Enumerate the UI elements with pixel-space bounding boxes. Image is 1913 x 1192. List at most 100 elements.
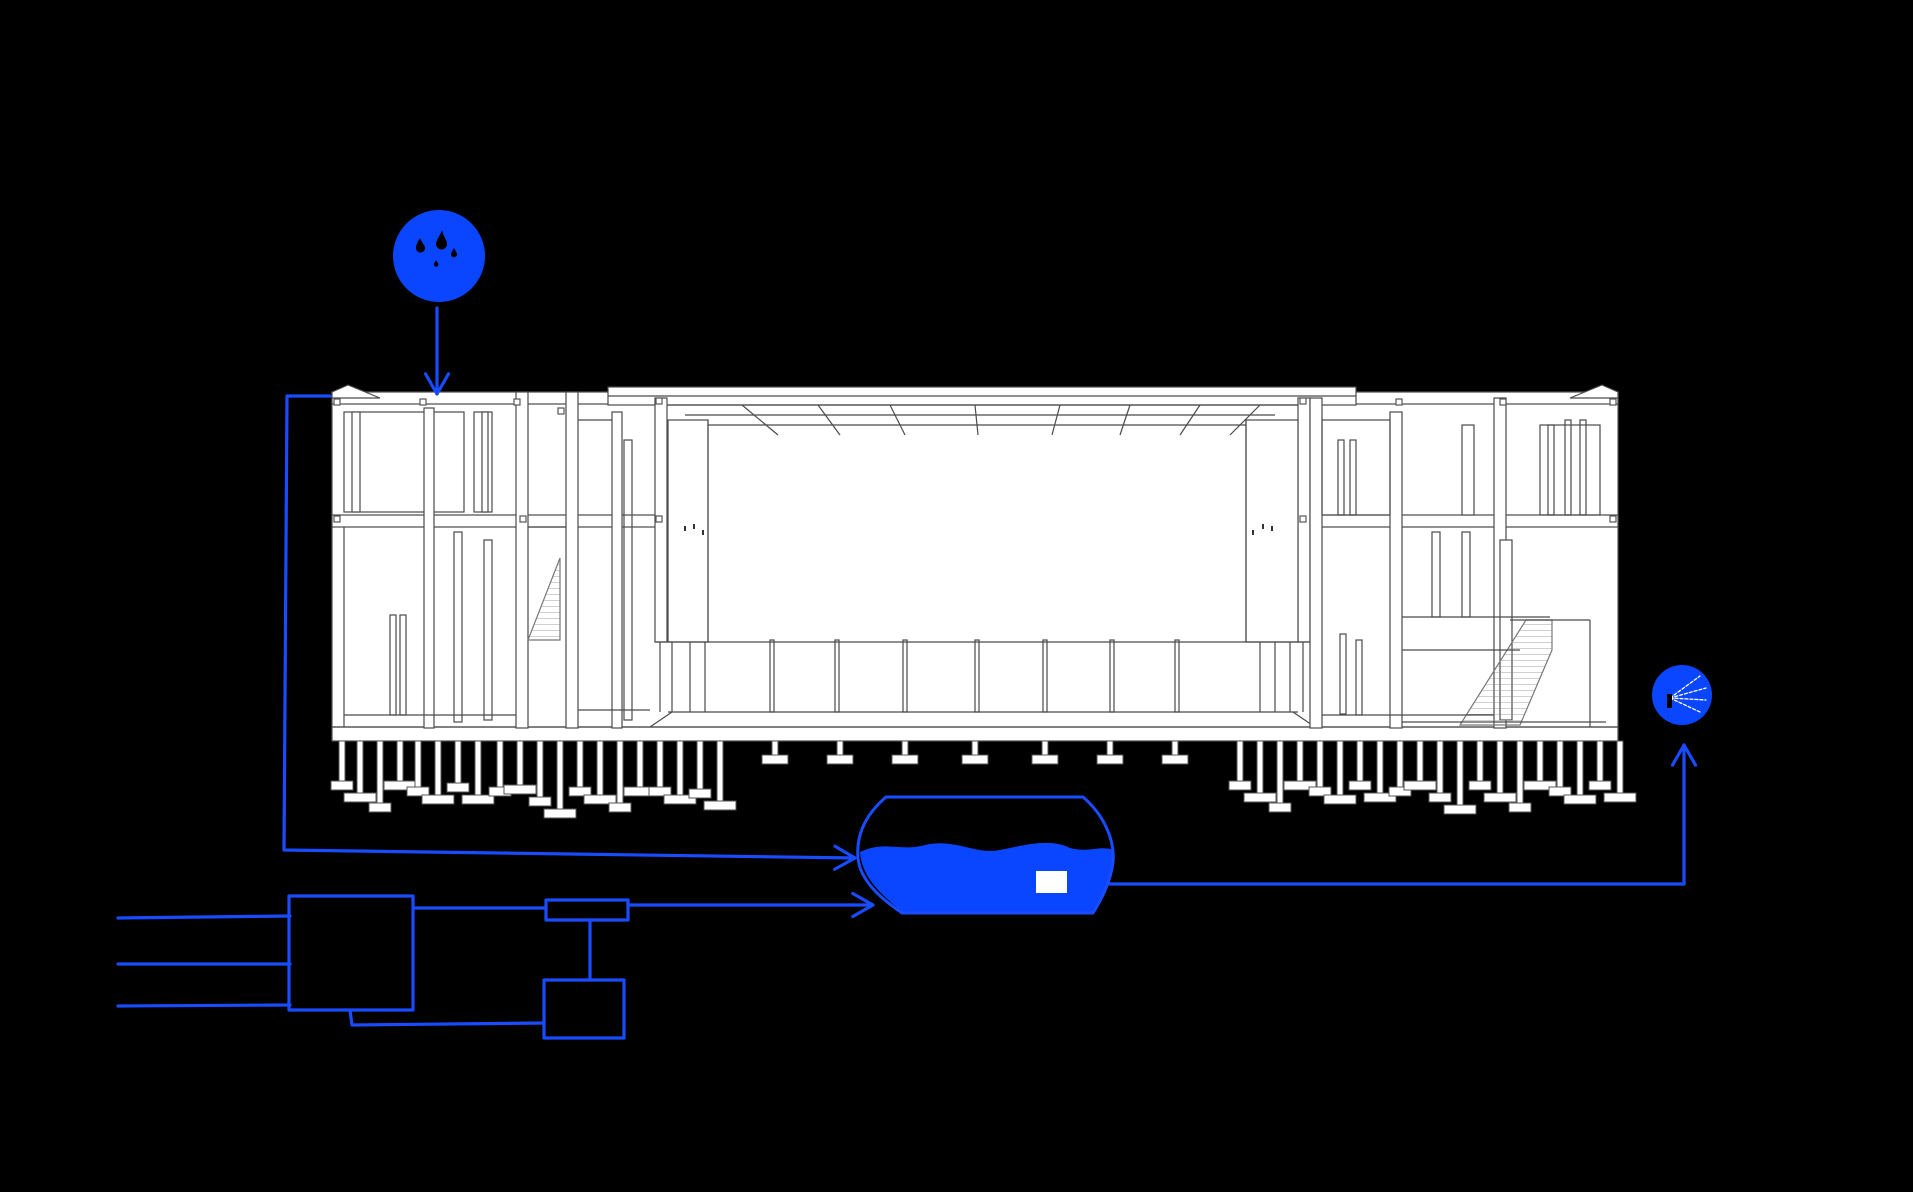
pile-post: [696, 740, 704, 790]
tank-level-window: [1036, 871, 1067, 893]
pile-footing: [891, 754, 919, 765]
glazing-mullions: [659, 639, 1304, 713]
pile-post: [496, 740, 504, 788]
pile-post: [771, 740, 779, 756]
pile-post: [1276, 740, 1284, 804]
pile-footing: [1523, 780, 1557, 791]
pile-footing: [1363, 792, 1397, 803]
pile-post: [1376, 740, 1384, 794]
pile-footing: [648, 786, 672, 797]
pile-footing: [568, 786, 592, 797]
foundation-piles: [330, 740, 1637, 819]
treatment-circuit: [116, 891, 875, 1040]
column-markers: [333, 397, 1617, 523]
pile-post: [1536, 740, 1544, 782]
sprinkler-icon: [1669, 675, 1707, 713]
pile-footing: [1161, 754, 1189, 765]
tank-to-sprinkler-pipe: [1108, 743, 1698, 886]
ground-slab: [331, 726, 1619, 742]
pile-post: [1236, 740, 1244, 782]
roof-right-edge: [1569, 384, 1619, 399]
pile-post: [1106, 740, 1114, 756]
pile-footing: [1588, 780, 1612, 791]
pile-footing: [688, 788, 712, 799]
pile-footing: [1243, 792, 1277, 803]
pile-footing: [1228, 780, 1252, 791]
pile-post: [1496, 740, 1504, 794]
pile-post: [1356, 740, 1364, 782]
pile-footing: [1403, 780, 1437, 791]
pile-post: [1456, 740, 1464, 806]
right-stairs: [1458, 619, 1553, 726]
pile-post: [1616, 740, 1624, 794]
tank-outline: [856, 795, 1115, 915]
water-system: [116, 210, 1712, 1040]
pile-post: [716, 740, 724, 802]
pile-footing: [1603, 792, 1637, 803]
pile-footing: [406, 786, 430, 797]
pile-footing: [368, 802, 392, 813]
pile-footing: [1348, 780, 1372, 791]
central-hall: [649, 397, 1316, 728]
pile-footing: [330, 780, 354, 791]
rain-source-node: [393, 210, 485, 302]
pile-footing: [1283, 780, 1317, 791]
pile-post: [596, 740, 604, 796]
pile-post: [1576, 740, 1584, 796]
pile-footing: [961, 754, 989, 765]
pile-footing: [1031, 754, 1059, 765]
pile-post: [836, 740, 844, 756]
pile-post: [474, 740, 482, 796]
pile-footing: [461, 794, 495, 805]
pile-post: [536, 740, 544, 798]
speaker-marks: [684, 524, 1273, 535]
pile-footing: [1443, 804, 1477, 815]
left-mid-floor: [331, 514, 659, 528]
pile-post: [356, 740, 364, 794]
right-wing: [1309, 397, 1606, 729]
building-section: [331, 384, 1619, 742]
roof-left-edge: [331, 384, 381, 399]
pile-footing: [421, 794, 455, 805]
pile-footing: [663, 794, 697, 805]
pile-footing: [503, 784, 537, 795]
treatment-unit-b: [542, 978, 626, 1040]
pile-footing: [1308, 786, 1332, 797]
inline-filter: [544, 898, 630, 922]
pile-post: [454, 740, 462, 784]
pile-footing: [1508, 802, 1532, 813]
left-stairs: [527, 557, 561, 641]
pile-post: [1596, 740, 1604, 782]
pile-footing: [1563, 794, 1597, 805]
pile-footing: [1268, 802, 1292, 813]
pile-post: [434, 740, 442, 796]
pile-footing: [446, 782, 470, 793]
pile-post: [1556, 740, 1564, 788]
pile-post: [616, 740, 624, 804]
pile-footing: [1428, 792, 1452, 803]
pile-post: [1516, 740, 1524, 804]
pile-post: [338, 740, 346, 782]
pile-post: [636, 740, 644, 788]
pile-footing: [583, 794, 617, 805]
pile-post: [1316, 740, 1324, 788]
pile-footing: [1483, 792, 1517, 803]
pile-post: [901, 740, 909, 756]
pile-post: [556, 740, 564, 810]
pile-footing: [1388, 786, 1412, 797]
pile-post: [376, 740, 384, 804]
water-storage-tank: [856, 795, 1115, 915]
pile-post: [656, 740, 664, 788]
tank-water: [860, 842, 1113, 912]
pile-footing: [703, 800, 737, 811]
pile-footing: [608, 802, 632, 813]
pile-post: [1396, 740, 1404, 788]
pile-post: [396, 740, 404, 782]
pile-footing: [343, 792, 377, 803]
left-wing: [343, 391, 650, 729]
rain-drops-icon: [416, 230, 457, 267]
roof-trusses: [741, 404, 1261, 436]
right-mid-floor: [1309, 514, 1619, 528]
pile-post: [1256, 740, 1264, 794]
